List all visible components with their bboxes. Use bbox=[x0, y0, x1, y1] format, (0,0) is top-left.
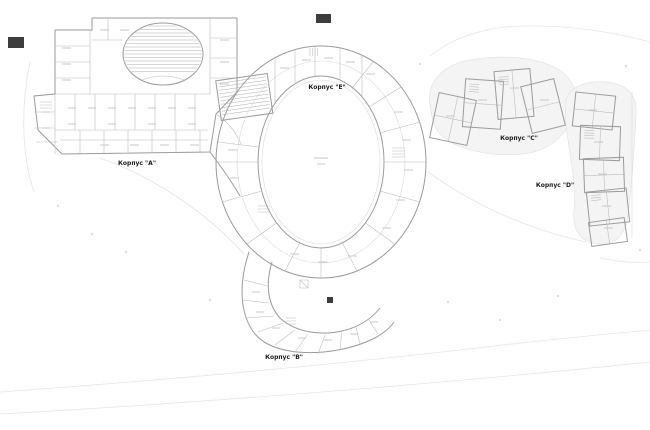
courtyard-oval bbox=[257, 75, 385, 249]
wing-d-terrain bbox=[565, 81, 637, 245]
corner-stamp bbox=[8, 37, 24, 48]
wing-b-partitions bbox=[241, 279, 379, 355]
ring-top-shaft bbox=[316, 14, 331, 23]
central-ring bbox=[215, 45, 427, 279]
secondary-seating bbox=[215, 72, 274, 121]
wing-a bbox=[33, 17, 274, 197]
auditorium-seating bbox=[122, 22, 204, 86]
room-label-marks bbox=[42, 29, 613, 341]
wing-b-shaft bbox=[327, 297, 333, 303]
wing-c-label: Корпус "С" bbox=[500, 135, 538, 142]
wing-e-label: Корпус "Е" bbox=[308, 84, 345, 91]
wing-b-outer-edge bbox=[241, 251, 395, 354]
wing-e-partitions bbox=[274, 46, 363, 103]
wing-b-label: Корпус "В" bbox=[265, 354, 303, 361]
wing-b bbox=[241, 251, 395, 355]
wing-d-label: Корпус "D" bbox=[536, 182, 574, 189]
wing-a-outline bbox=[33, 17, 238, 155]
wing-a-label: Корпус "А" bbox=[118, 160, 156, 167]
site-contours bbox=[0, 25, 650, 415]
wing-b-inner-edge bbox=[267, 261, 381, 334]
ring-radial-walls bbox=[216, 61, 426, 278]
wing-c bbox=[429, 56, 577, 155]
wing-d bbox=[565, 81, 637, 247]
shafts bbox=[8, 14, 333, 303]
